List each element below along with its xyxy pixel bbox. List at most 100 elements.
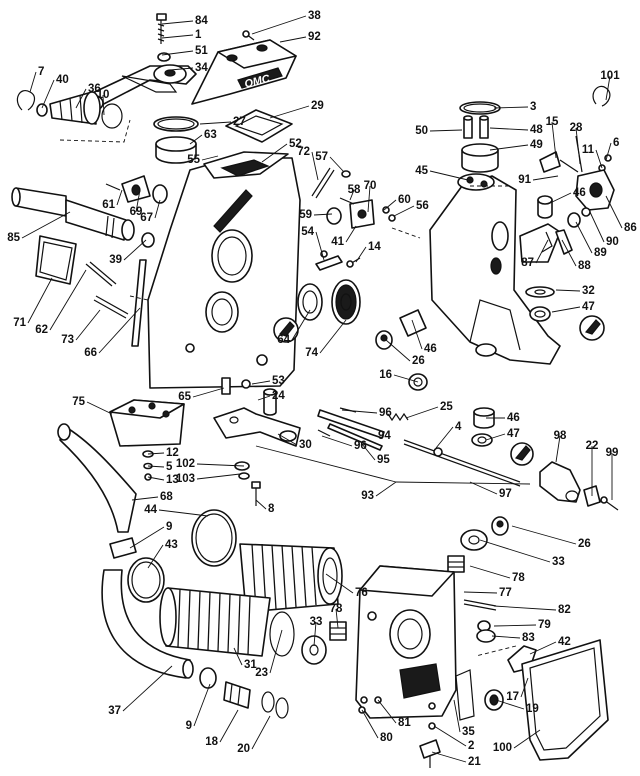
leader-line	[192, 387, 225, 398]
leader-line	[551, 121, 557, 159]
leader-line	[532, 175, 559, 181]
callout-number: 53	[272, 375, 285, 387]
callout-number: 39	[109, 254, 122, 266]
callout-c39: 39	[109, 239, 147, 266]
callout-number: 47	[582, 301, 595, 313]
leader-line	[605, 142, 612, 161]
callout-c33b: 33	[310, 616, 322, 647]
pins-50-48	[463, 115, 489, 139]
callout-number: 67	[140, 212, 153, 224]
arrow-symbol-right	[579, 315, 605, 341]
callout-number: 47	[507, 428, 520, 440]
leader-line	[595, 149, 603, 169]
clip-87-88	[541, 229, 573, 255]
callout-c82: 82	[493, 604, 571, 616]
washers-12-5-13	[142, 450, 154, 481]
screw-57	[341, 170, 351, 178]
callout-number: 46	[573, 187, 586, 199]
callout-c11: 11	[582, 144, 603, 169]
callout-number: 48	[530, 124, 543, 136]
callout-c74: 74	[305, 319, 347, 359]
callout-c43: 43	[147, 539, 178, 569]
callout-number: 17	[506, 691, 519, 703]
callout-c55: 55	[187, 154, 219, 166]
callout-c58: 58	[348, 184, 361, 201]
leader-line	[161, 50, 194, 56]
leader-line	[261, 143, 288, 163]
spring-78b	[329, 621, 347, 641]
washer-33a	[460, 529, 488, 551]
callout-number: 6	[613, 137, 619, 149]
leader-line	[493, 106, 529, 109]
callout-c8: 8	[255, 499, 275, 515]
callout-number: 50	[415, 125, 428, 137]
leader-line	[147, 452, 165, 455]
callout-c81: 81	[377, 699, 411, 729]
callout-c41: 41	[331, 225, 357, 248]
callout-number: 96	[354, 440, 367, 452]
spring-25	[387, 412, 409, 422]
callout-number: 74	[305, 347, 318, 359]
callout-number: 81	[398, 717, 411, 729]
callout-number: 78	[330, 603, 343, 615]
swivel-housing-45	[429, 173, 561, 365]
callout-c98: 98	[554, 430, 567, 463]
gear-74	[331, 279, 361, 325]
callout-number: 15	[546, 116, 559, 128]
callout-number: 21	[468, 756, 481, 768]
leader-line	[431, 751, 467, 763]
fitting-26a	[375, 330, 393, 350]
callout-number: 19	[526, 703, 539, 715]
leader-line	[98, 307, 141, 354]
callout-c7: 7	[29, 66, 44, 93]
callout-number: 28	[570, 122, 583, 134]
stud-73	[93, 295, 129, 319]
clamp-9b	[199, 667, 217, 689]
callout-number: 12	[166, 447, 179, 459]
shift-rod-97	[403, 439, 521, 487]
callout-c61: 61	[102, 189, 123, 211]
fitting-18	[223, 681, 251, 709]
fitting-19	[484, 689, 504, 711]
bellows-36	[49, 91, 101, 125]
leader-line	[41, 79, 55, 109]
gasket-71	[35, 235, 77, 285]
seal-47b	[471, 433, 493, 447]
callout-number: 46	[507, 412, 520, 424]
callout-c86: 86	[605, 195, 637, 234]
bracket-93	[255, 445, 531, 485]
callout-number: 83	[522, 632, 535, 644]
leader-line	[555, 435, 561, 463]
bracket-69	[121, 175, 151, 203]
callout-c47a: 47	[551, 301, 595, 313]
callout-number: 93	[361, 490, 374, 502]
leader-line	[511, 525, 577, 545]
callout-c3: 3	[493, 101, 536, 113]
leader-line	[393, 374, 419, 383]
callout-c93: 93	[361, 481, 397, 502]
callout-c49: 49	[489, 139, 543, 151]
callout-c60: 60	[383, 194, 411, 211]
leader-line	[27, 277, 53, 324]
nut-53	[241, 379, 251, 389]
callout-c17: 17	[506, 677, 529, 703]
callout-number: 2	[468, 740, 474, 752]
callout-number: 37	[108, 705, 121, 717]
callout-c5: 5	[147, 461, 173, 473]
callout-c65: 65	[178, 387, 225, 403]
callout-number: 76	[355, 587, 368, 599]
callout-number: 78	[512, 572, 525, 584]
oring-39	[141, 232, 155, 248]
callout-c100: 100	[493, 729, 541, 754]
leader-line	[255, 499, 267, 510]
bellows-31	[159, 587, 271, 657]
parts-90-89	[567, 207, 591, 228]
leader-line	[411, 319, 423, 350]
leader-line	[489, 127, 529, 131]
screw-38	[242, 30, 255, 41]
leader-line	[75, 309, 101, 341]
leader-line	[485, 433, 506, 441]
leader-line	[154, 199, 161, 219]
callout-c88: 88	[561, 239, 591, 272]
